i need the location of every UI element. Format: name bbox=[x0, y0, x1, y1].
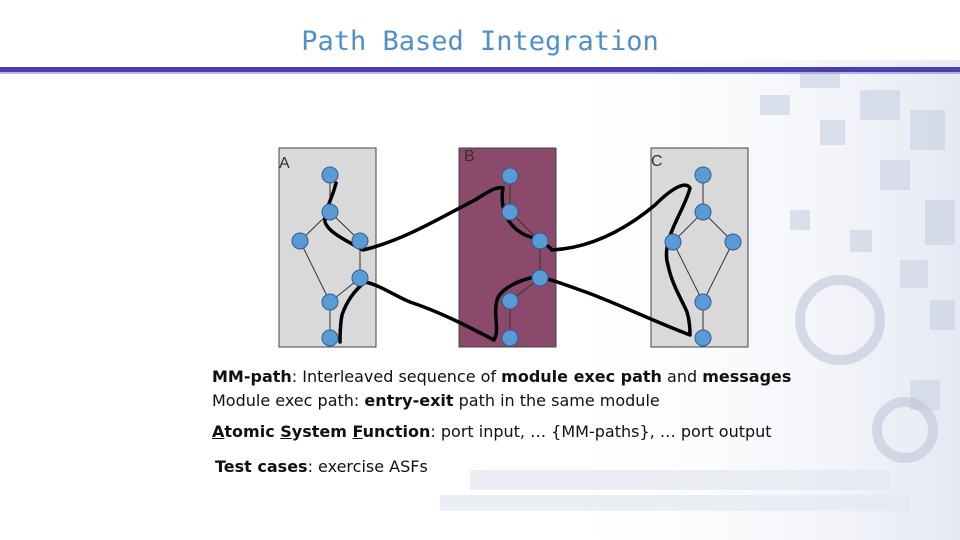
node-a2 bbox=[321, 203, 339, 221]
node-b1 bbox=[501, 167, 519, 185]
module-nodes bbox=[291, 166, 742, 347]
module-exec-path-definition: Module exec path: entry-exit path in the… bbox=[212, 391, 660, 410]
mm-path-term: MM-path bbox=[212, 367, 292, 386]
mm-path-definition: MM-path: Interleaved sequence of module … bbox=[212, 367, 792, 386]
test-cases-definition: Test cases: exercise ASFs bbox=[215, 457, 428, 476]
node-b2 bbox=[501, 203, 519, 221]
node-a6 bbox=[321, 293, 339, 311]
node-c6 bbox=[694, 329, 712, 347]
module-c-label: C bbox=[651, 153, 663, 170]
module-a-label: A bbox=[279, 155, 290, 172]
node-a4 bbox=[351, 232, 369, 250]
node-b6 bbox=[501, 329, 519, 347]
node-c4 bbox=[724, 233, 742, 251]
page-title: Path Based Integration bbox=[301, 26, 659, 57]
node-a3 bbox=[291, 232, 309, 250]
node-c2 bbox=[694, 203, 712, 221]
asf-definition: Atomic System Function: port input, … {M… bbox=[212, 422, 772, 441]
mm-path-curve bbox=[323, 181, 692, 344]
node-b3 bbox=[531, 232, 549, 250]
node-b4 bbox=[531, 269, 549, 287]
node-a5 bbox=[351, 269, 369, 287]
module-b-label: B bbox=[464, 148, 475, 165]
node-a1 bbox=[321, 166, 339, 184]
node-c1 bbox=[694, 166, 712, 184]
node-b5 bbox=[501, 292, 519, 310]
node-c3 bbox=[664, 233, 682, 251]
node-a7 bbox=[321, 329, 339, 347]
node-c5 bbox=[694, 293, 712, 311]
